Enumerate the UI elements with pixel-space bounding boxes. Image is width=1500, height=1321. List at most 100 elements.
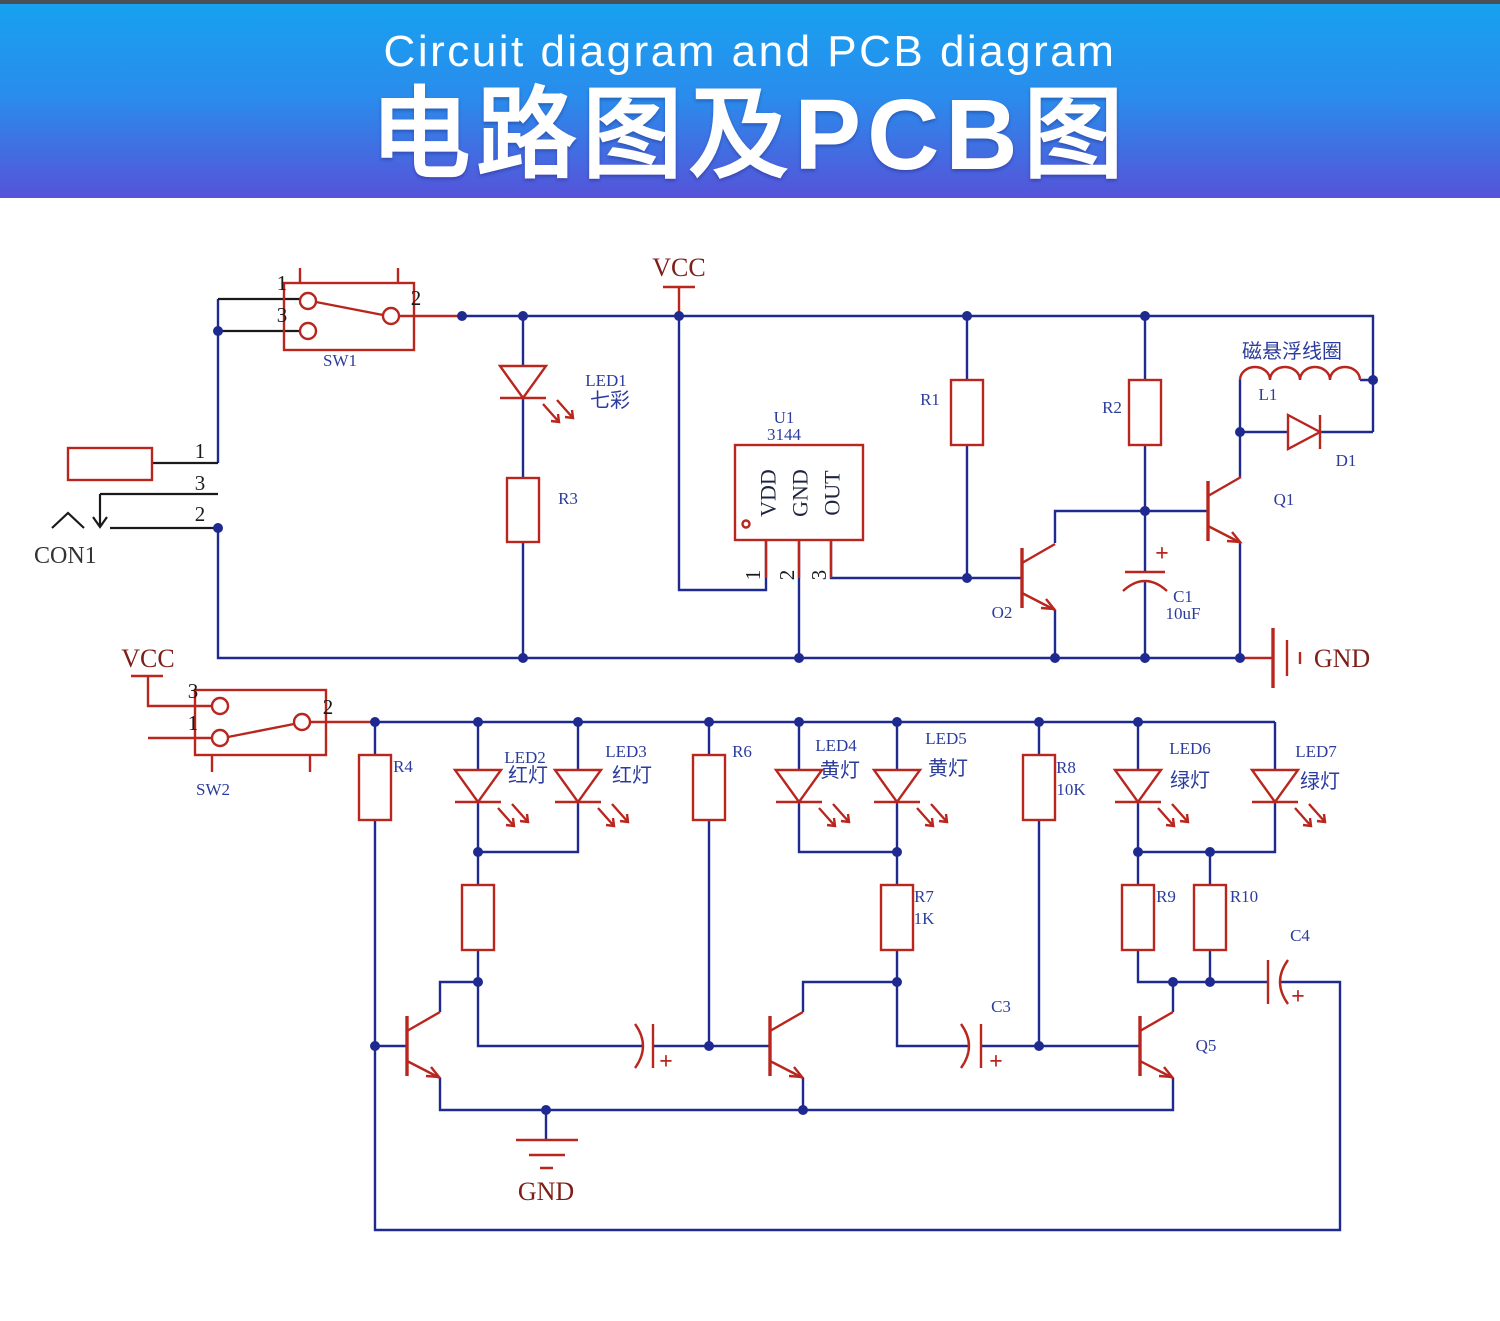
vcc-bottom-symbol xyxy=(131,674,212,708)
r9-resistor xyxy=(1120,883,1156,952)
r4-resistor xyxy=(357,753,393,822)
r7-value: 1K xyxy=(914,909,936,928)
sw2-label: SW2 xyxy=(196,780,230,799)
c1-value: 10uF xyxy=(1166,604,1201,623)
u1-pin-3-label: 3 xyxy=(807,570,831,581)
top-pin-leads xyxy=(51,297,300,530)
c3-polarity-mark: + xyxy=(989,1049,1003,1075)
led4-label: LED4 xyxy=(815,736,857,755)
con1-pin-3-label: 3 xyxy=(195,471,206,495)
r3-label: R3 xyxy=(558,489,578,508)
c3-label: C3 xyxy=(991,997,1011,1016)
q2-label: O2 xyxy=(992,603,1013,622)
c4-label: C4 xyxy=(1290,926,1310,945)
led1-symbol xyxy=(498,364,575,424)
bottom-circuit-wires xyxy=(373,720,1342,1232)
c2-capacitor xyxy=(634,1023,655,1069)
u1-pin-1-label: 1 xyxy=(741,570,765,581)
c1-polarity-mark: + xyxy=(1155,541,1169,567)
q2-transistor xyxy=(1020,542,1057,612)
u1-pin-out-label: OUT xyxy=(820,470,845,516)
led1-note: 七彩 xyxy=(590,389,630,412)
led3-label: LED3 xyxy=(605,742,647,761)
sw1-pin-3-label: 3 xyxy=(277,303,288,327)
ground-top-label: GND xyxy=(1314,644,1370,673)
r10-label: R10 xyxy=(1230,887,1258,906)
led6-note: 绿灯 xyxy=(1170,769,1210,792)
q1-label: Q1 xyxy=(1274,490,1295,509)
r2-label: R2 xyxy=(1102,398,1122,417)
led7-label: LED7 xyxy=(1295,742,1337,761)
ground-bottom-symbol xyxy=(516,1138,578,1170)
ground-top-symbol xyxy=(1240,628,1302,688)
vcc-bottom-label: VCC xyxy=(121,644,174,673)
led1-label: LED1 xyxy=(585,371,627,390)
r7-resistor xyxy=(879,883,915,952)
l1-caption: 磁悬浮线圈 xyxy=(1242,340,1342,363)
sw1-switch xyxy=(282,268,462,352)
led4-note: 黄灯 xyxy=(820,759,860,782)
led2-label: LED2 xyxy=(504,748,546,767)
q5-label: Q5 xyxy=(1196,1036,1217,1055)
c3-capacitor xyxy=(960,1023,983,1069)
l1-label: L1 xyxy=(1259,385,1278,404)
u1-pin-2-label: 2 xyxy=(775,570,799,581)
c1-capacitor xyxy=(1122,570,1168,592)
r6-label: R6 xyxy=(732,742,752,761)
ground-bottom-label: GND xyxy=(518,1177,574,1206)
l1-coil xyxy=(1238,365,1362,381)
led5-label: LED5 xyxy=(925,729,967,748)
con1-pin-1-label: 1 xyxy=(195,439,206,463)
sw1-pin-1-label: 1 xyxy=(277,271,288,295)
top-junction-dots xyxy=(213,311,1378,663)
q5-transistor xyxy=(1138,1010,1175,1080)
con1-label: CON1 xyxy=(34,543,97,569)
led5-note: 黄灯 xyxy=(928,757,968,780)
vcc-top-label: VCC xyxy=(652,253,705,282)
led3-note: 红灯 xyxy=(612,764,652,787)
q4-transistor xyxy=(768,1010,805,1080)
led7-note: 绿灯 xyxy=(1300,770,1340,793)
sw1-pin-2-label: 2 xyxy=(411,286,422,310)
u1-pin-gnd-label: GND xyxy=(788,469,813,517)
r3-resistor xyxy=(505,476,541,544)
r4-label: R4 xyxy=(393,757,413,776)
sw1-label: SW1 xyxy=(323,351,357,370)
d1-label: D1 xyxy=(1336,451,1357,470)
r9-label: R9 xyxy=(1156,887,1176,906)
u1-pin-vdd-label: VDD xyxy=(756,469,781,517)
led2-note: 红灯 xyxy=(508,764,548,787)
r8-resistor xyxy=(1021,753,1057,822)
con1-pin-2-label: 2 xyxy=(195,502,206,526)
c4-capacitor xyxy=(1266,959,1289,1005)
d1-diode xyxy=(1286,413,1323,451)
r1-label: R1 xyxy=(920,390,940,409)
sw2-switch xyxy=(148,688,375,772)
u1-label: U1 xyxy=(774,408,795,427)
r7-label: R7 xyxy=(914,887,934,906)
c4-polarity-mark: + xyxy=(1291,984,1305,1010)
r8-value: 10K xyxy=(1056,780,1086,799)
q3-transistor xyxy=(405,1010,442,1080)
bottom-junction-dots xyxy=(370,717,1215,1115)
r5-resistor xyxy=(460,883,496,952)
title-chinese: 电路图及PCB图 xyxy=(370,79,1130,191)
u1-hall-sensor xyxy=(733,443,865,578)
r1-resistor xyxy=(949,378,985,447)
r8-label: R8 xyxy=(1056,758,1076,777)
r6-resistor xyxy=(691,753,727,822)
r2-resistor xyxy=(1127,378,1163,447)
con1-connector xyxy=(66,446,154,482)
title-banner: Circuit diagram and PCB diagram 电路图及PCB图 xyxy=(0,0,1500,198)
sw2-pin-1-label: 1 xyxy=(188,711,199,735)
title-english: Circuit diagram and PCB diagram xyxy=(383,27,1117,76)
c2-polarity-mark: + xyxy=(659,1049,673,1075)
c1-label: C1 xyxy=(1173,587,1193,606)
sw2-pin-3-label: 3 xyxy=(188,679,199,703)
u1-part-label: 3144 xyxy=(767,425,802,444)
q1-transistor xyxy=(1206,475,1243,545)
r10-resistor xyxy=(1192,883,1228,952)
sw2-pin-2-label: 2 xyxy=(323,695,334,719)
